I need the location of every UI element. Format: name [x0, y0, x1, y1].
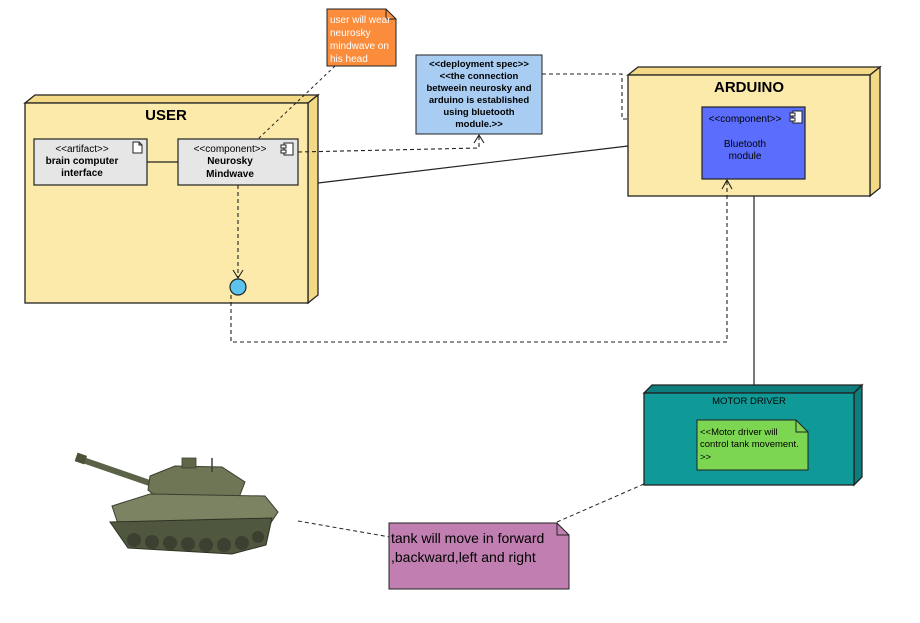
deployment-spec-box: [415, 54, 543, 135]
motor-note-shape: [696, 419, 809, 471]
note-fold-icon: [385, 9, 396, 20]
note-user-head-line1: user will wear: [330, 15, 391, 26]
motor-driver-top: [642, 384, 864, 394]
note-user-head-line3: mindwave on: [330, 41, 389, 52]
neurosky-stereotype: <<component>>: [194, 144, 267, 155]
bluetooth-component[interactable]: <<component>> Bluetooth module: [701, 106, 806, 180]
motor-tank-note-anchor: [556, 483, 645, 523]
tank-note-shape: [388, 522, 570, 590]
tank-image: [74, 452, 279, 555]
bluetooth-stereotype: <<component>>: [709, 114, 782, 125]
tank-note-line1: tank will move in forward: [391, 530, 544, 546]
artifact-name-line1: brain computer: [46, 156, 119, 167]
deployment-spec-line5: using bluetooth: [443, 107, 514, 118]
deployment-spec-line1: <<deployment spec>>: [429, 59, 529, 70]
motor-note-line1: <<Motor driver will: [700, 427, 778, 438]
artifact-brain-computer-interface[interactable]: <<artifact>> brain computer interface: [33, 138, 148, 186]
neurosky-name-line1: Neurosky: [207, 156, 253, 167]
arduino-node-top: [626, 66, 882, 76]
neurosky-component[interactable]: <<component>> Neurosky Mindwave: [177, 138, 299, 186]
arrowhead-icon: [232, 269, 244, 280]
user-node-title: USER: [145, 107, 187, 124]
motor-note[interactable]: <<Motor driver will control tank movemen…: [696, 419, 809, 471]
note-user-head-line4: his head: [330, 54, 368, 65]
component-icon: [789, 110, 803, 124]
bluetooth-box: [701, 106, 806, 180]
neurosky-name-line2: Mindwave: [206, 169, 254, 180]
interface-circle[interactable]: [229, 278, 247, 296]
arduino-node-side: [869, 65, 881, 198]
deployment-spec-line4: arduino is established: [429, 95, 529, 106]
deployment-spec-line6: module.>>: [455, 119, 503, 130]
deployment-spec-line2: <<the connection: [440, 71, 519, 82]
artifact-box: [33, 138, 148, 186]
document-icon: [132, 141, 143, 154]
note-fold-icon: [795, 420, 808, 433]
user-node-body: [24, 102, 309, 304]
user-node-side: [307, 93, 319, 305]
deployment-spec[interactable]: <<deployment spec>> <<the connection bet…: [415, 54, 543, 135]
tank-note[interactable]: tank will move in forward ,backward,left…: [388, 522, 570, 590]
neurosky-box: [177, 138, 299, 186]
bluetooth-name-line2: module: [729, 151, 762, 162]
user-node-top: [23, 94, 320, 104]
note-user-head-line2: neurosky: [330, 28, 371, 39]
motor-note-line2: control tank movement.: [700, 439, 799, 450]
arrowhead-icon: [473, 133, 485, 144]
note-user-head[interactable]: user will wear neurosky mindwave on his …: [326, 8, 397, 67]
note-user-head-shape: [326, 8, 397, 67]
interface-bluetooth-dependency: [230, 180, 728, 343]
motor-driver-side: [853, 383, 863, 487]
motor-note-line3: >>: [700, 452, 712, 463]
motor-driver-title: MOTOR DRIVER: [712, 396, 786, 407]
arduino-node-title: ARDUINO: [714, 79, 784, 96]
artifact-stereotype: <<artifact>>: [55, 144, 109, 155]
tank-note-line2: ,backward,left and right: [391, 549, 536, 565]
component-icon: [280, 142, 294, 156]
user-arduino-association: [317, 145, 629, 184]
arrowhead-icon: [721, 178, 733, 190]
user-node[interactable]: USER: [23, 93, 320, 305]
artifact-name-line2: interface: [61, 168, 103, 179]
deployment-spec-line3: betweein neurosky and: [426, 83, 531, 94]
tank-note-anchor: [297, 520, 391, 538]
bluetooth-name-line1: Bluetooth: [724, 139, 766, 150]
note-fold-icon: [556, 523, 569, 536]
neurosky-spec-dependency: [297, 135, 480, 153]
